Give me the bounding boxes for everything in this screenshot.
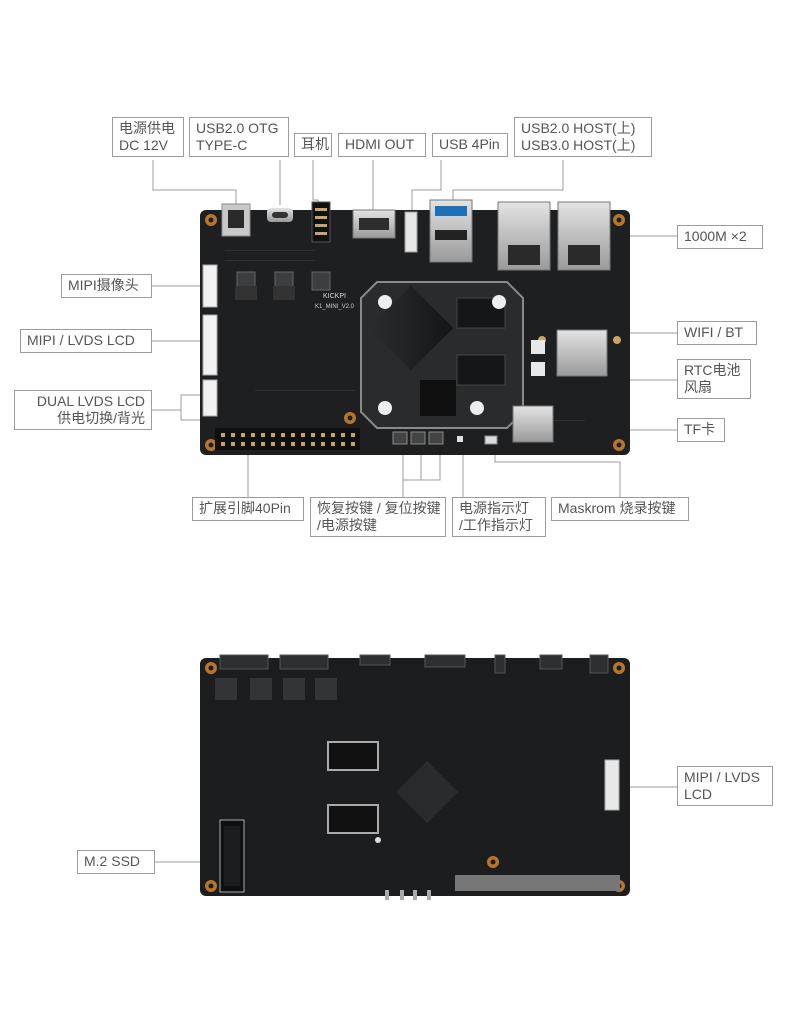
- label-usb-host: USB2.0 HOST(上) USB3.0 HOST(上): [514, 117, 652, 157]
- label-usb-4pin: USB 4Pin: [432, 133, 508, 157]
- board-bottom-view-image: [200, 654, 630, 900]
- leader-usb-host: [452, 160, 564, 200]
- leader-dc-power: [152, 160, 237, 205]
- leader-usb-4pin: [411, 160, 442, 210]
- label-dual-lvds: DUAL LVDS LCD 供电切换/背光: [14, 390, 152, 430]
- silkscreen-brand: KICKPI: [323, 293, 346, 300]
- label-earphone: 耳机: [294, 133, 332, 157]
- label-rtc-fan: RTC电池 风扇: [677, 359, 751, 399]
- board-top-view-image: KICKPI K1_MINI_V2.0: [200, 199, 630, 455]
- label-buttons: 恢复按键 / 复位按键 /电源按键: [310, 497, 446, 537]
- label-leds: 电源指示灯 /工作指示灯: [452, 497, 546, 537]
- label-usb-otg: USB2.0 OTG TYPE-C: [189, 117, 289, 157]
- leader-dual-lvds: [151, 394, 205, 411]
- label-m2-ssd: M.2 SSD: [77, 850, 155, 874]
- leader-dual-lvds-2: [180, 410, 205, 421]
- label-ethernet: 1000M ×2: [677, 225, 763, 249]
- leader-maskrom: [494, 450, 621, 497]
- label-hdmi-out: HDMI OUT: [338, 133, 426, 157]
- label-tf-card: TF卡: [677, 418, 725, 442]
- gpio-header: [215, 428, 360, 450]
- label-mipi-lvds-lcd: MIPI / LVDS LCD: [20, 329, 152, 353]
- label-mipi-camera: MIPI摄像头: [61, 274, 152, 298]
- label-dc-power: 电源供电 DC 12V: [112, 117, 184, 157]
- label-gpio-40pin: 扩展引脚40Pin: [192, 497, 304, 521]
- mounting-holes: [205, 214, 625, 451]
- label-maskrom: Maskrom 烧录按键: [551, 497, 689, 521]
- label-wifi-bt: WIFI / BT: [677, 321, 757, 345]
- silkscreen-model: K1_MINI_V2.0: [315, 304, 355, 310]
- label-bottom-mipi-lvds: MIPI / LVDS LCD: [677, 766, 773, 806]
